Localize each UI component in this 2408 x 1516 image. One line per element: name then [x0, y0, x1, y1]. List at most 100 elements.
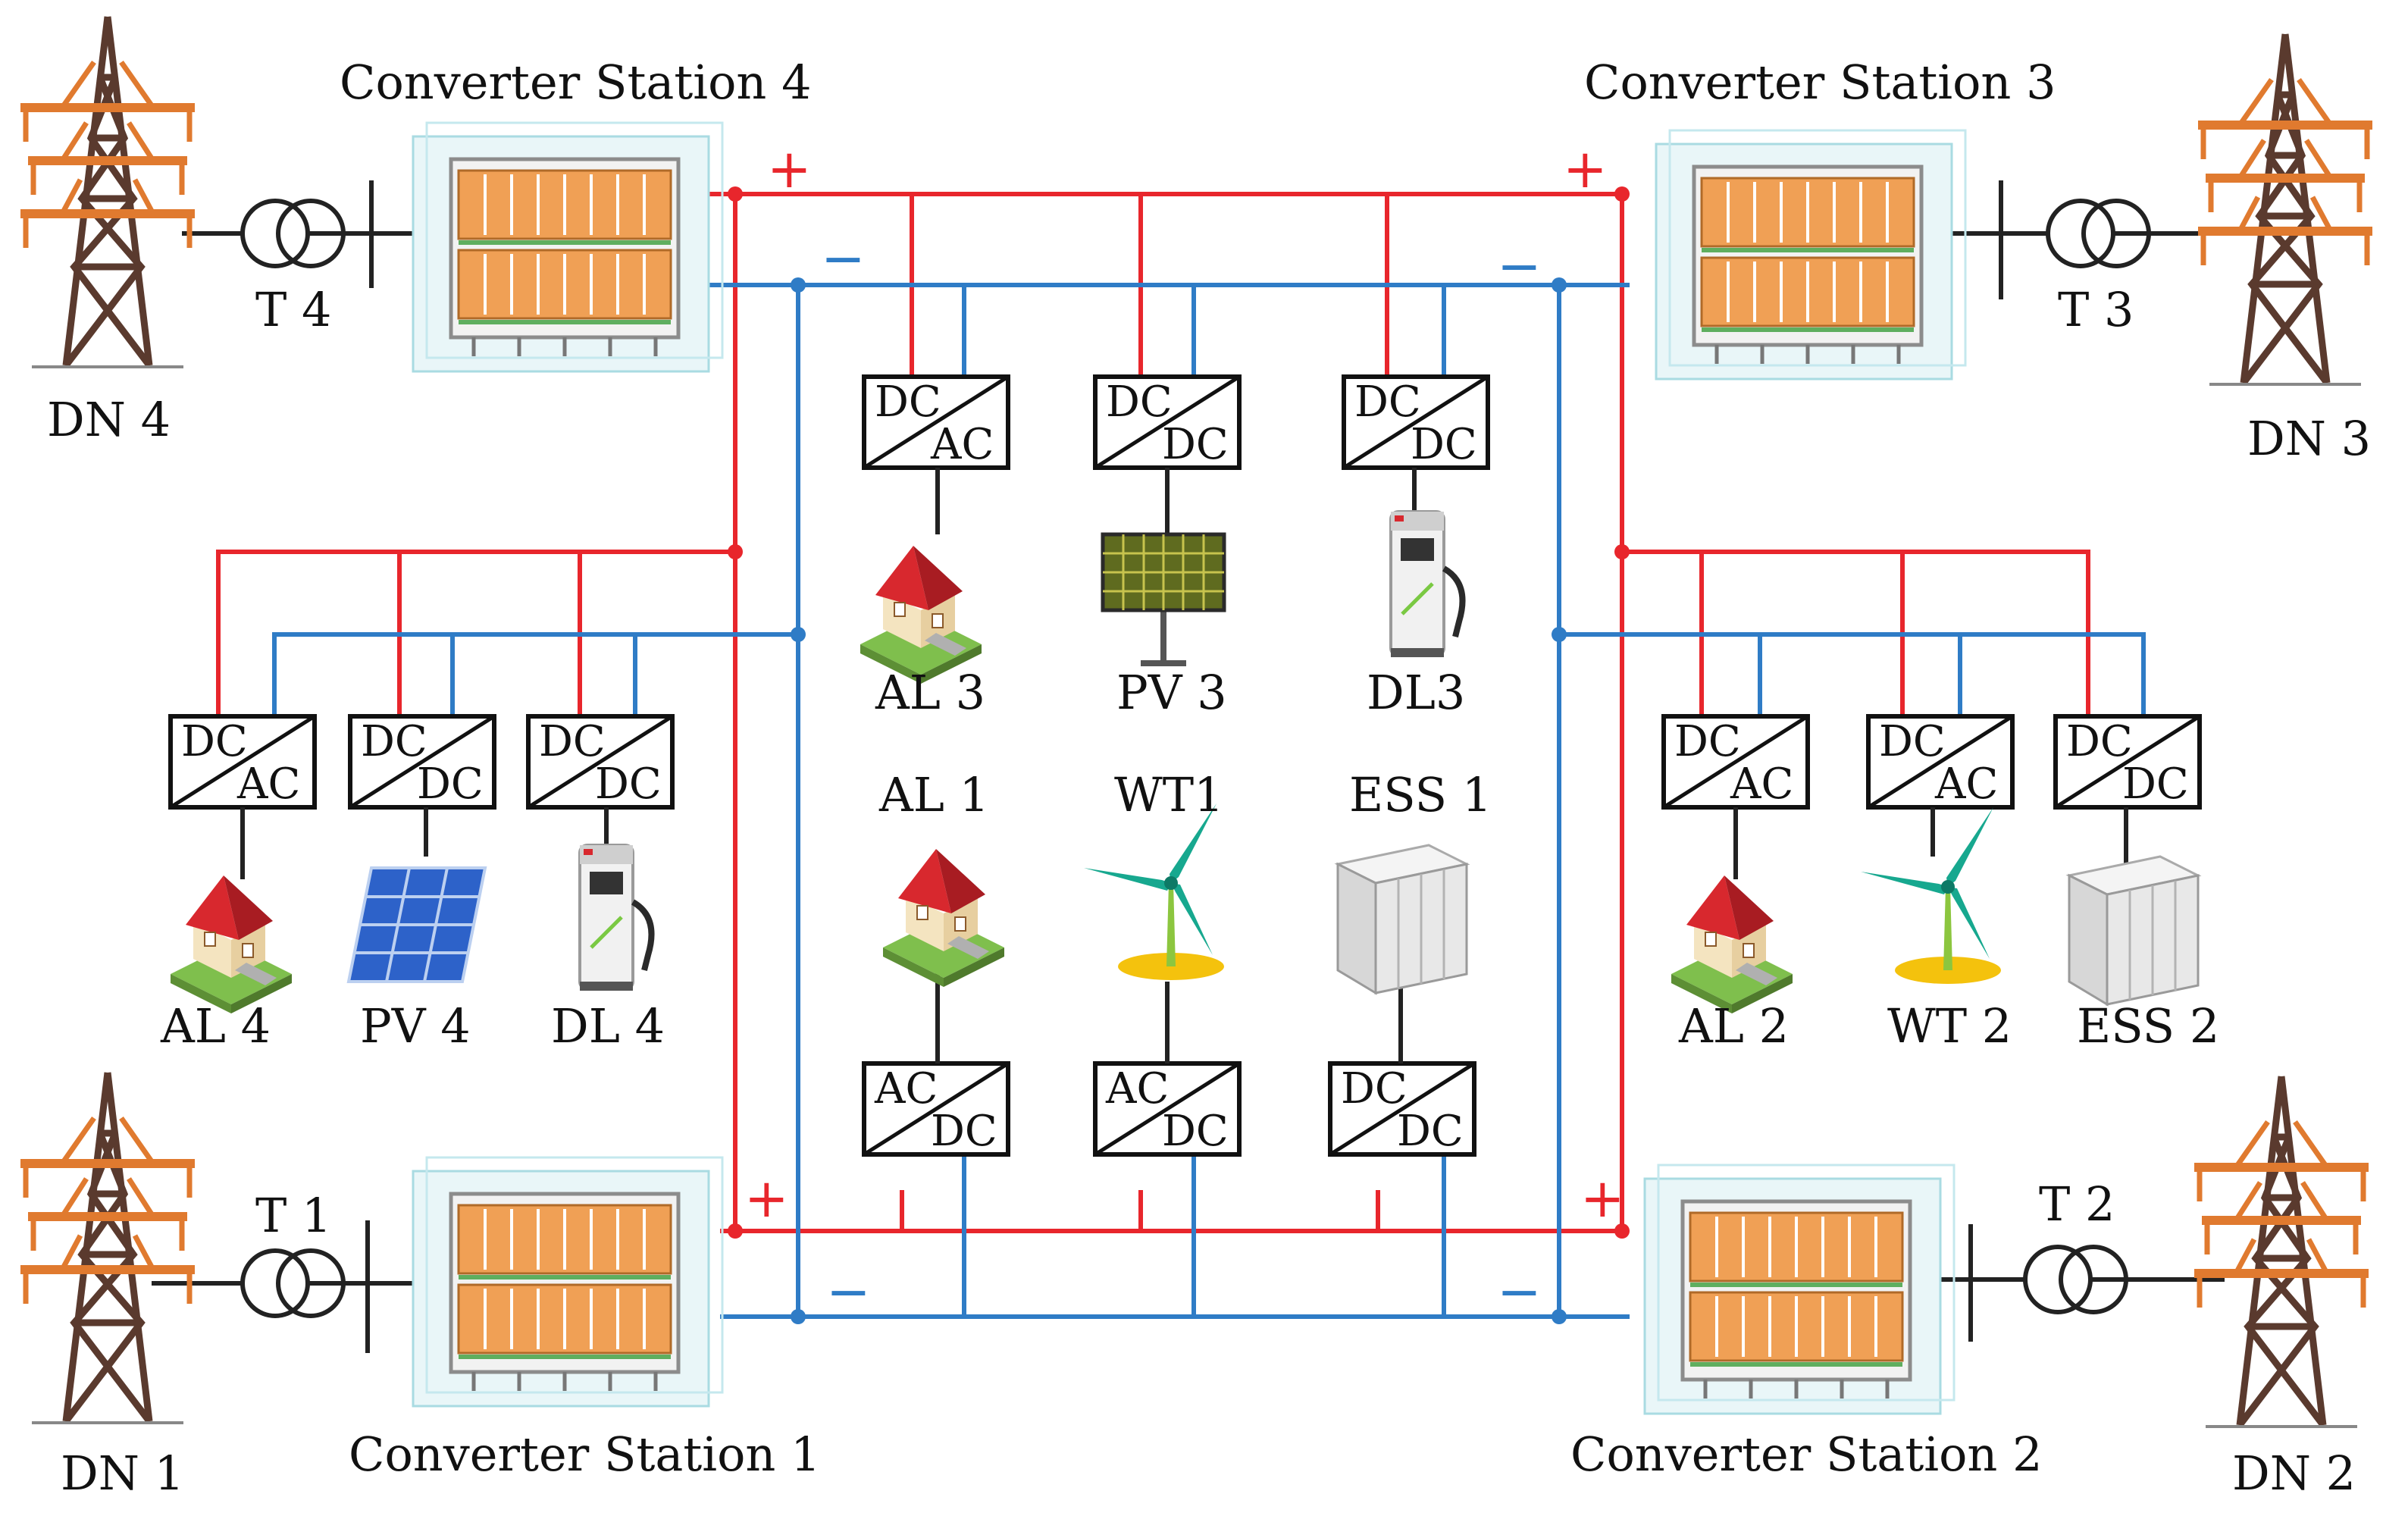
station-label: Converter Station 3 — [1584, 55, 2056, 110]
negative-dc-bus — [272, 283, 2146, 1319]
converter-output-label: DC — [2122, 760, 2189, 809]
load-label: PV 4 — [360, 998, 471, 1054]
transmission-tower-icon — [2198, 34, 2372, 384]
converter-input-label: DC — [1106, 377, 1173, 427]
transformer-label: T 3 — [2058, 282, 2134, 337]
converter-diagonal — [1329, 1061, 1476, 1157]
converter-input-label: DC — [181, 717, 248, 766]
plus-sign: + — [744, 1167, 789, 1229]
transmission-tower-icon — [20, 1073, 195, 1423]
station-label: Converter Station 1 — [349, 1427, 821, 1482]
converter-diagonal — [1662, 714, 1809, 810]
plus-sign: + — [1563, 138, 1608, 200]
converter-output-label: DC — [1397, 1107, 1464, 1156]
converter-diagonal — [349, 714, 496, 810]
minus-sign: − — [1497, 235, 1542, 297]
converter-output-label: DC — [595, 760, 662, 809]
transmission-tower-icon — [20, 17, 195, 367]
load-label: ESS 1 — [1349, 767, 1492, 822]
converter-output-label: AC — [1730, 760, 1793, 809]
converter-station-icon — [1645, 1165, 1954, 1414]
house-icon — [882, 848, 1005, 988]
converter-input-label: DC — [2066, 717, 2133, 766]
polarity-signs: + + + + − − − − — [744, 138, 1625, 1323]
load-label: ESS 2 — [2077, 998, 2219, 1054]
solar-panel-icon — [347, 866, 487, 983]
converter-diagonal — [863, 1061, 1010, 1157]
transformer-label: T 2 — [2039, 1176, 2115, 1232]
converter-input-label: DC — [361, 717, 427, 766]
station-labels: Converter Station 4 Converter Station 3 … — [340, 55, 2056, 1482]
converter-diagonal — [1342, 374, 1489, 470]
plus-sign: + — [767, 138, 812, 200]
plus-sign: + — [1580, 1167, 1625, 1229]
house-icon — [1671, 875, 1793, 1014]
load-label: AL 2 — [1678, 998, 1789, 1054]
converter-station-icon — [1656, 130, 1965, 379]
converter-output-label: DC — [1411, 420, 1477, 469]
converter-output-label: DC — [931, 1107, 997, 1156]
transformer-label: T 4 — [255, 282, 332, 337]
converter-output-label: DC — [417, 760, 484, 809]
converter-input-label: DC — [1674, 717, 1741, 766]
converter-diagonal — [1094, 374, 1241, 470]
ev-charger-icon — [580, 845, 652, 991]
load-label: AL 3 — [875, 665, 985, 720]
converter-output-label: AC — [236, 760, 300, 809]
grid-label: DN 3 — [2247, 411, 2371, 466]
transformer-labels: T 4 T 3 T 1 T 2 — [255, 282, 2134, 1243]
grid-label: DN 2 — [2232, 1446, 2356, 1501]
transformer-t1 — [240, 1248, 346, 1318]
house-icon — [170, 875, 293, 1014]
station-label: Converter Station 2 — [1570, 1427, 2043, 1482]
converter-diagonal — [1867, 714, 2014, 810]
load-labels: AL 3 PV 3 DL3 AL 4 PV 4 DL 4 AL 2 WT 2 E… — [160, 665, 2219, 1054]
converter-diagonal — [2054, 714, 2201, 810]
energy-storage-icon — [2068, 855, 2200, 1006]
converter-diagonal — [1094, 1061, 1241, 1157]
converter-output-label: AC — [930, 420, 994, 469]
converter-input-label: AC — [1105, 1064, 1169, 1114]
transformer-label: T 1 — [255, 1188, 332, 1243]
bus-junctions — [728, 186, 1630, 1324]
converter-station-icon — [413, 1157, 722, 1406]
load-label: WT1 — [1114, 767, 1224, 822]
load-label: WT 2 — [1887, 998, 2012, 1054]
converter-output-label: AC — [1934, 760, 1998, 809]
converter-diagonal — [527, 714, 674, 810]
station-label: Converter Station 4 — [340, 55, 812, 110]
converter-input-label: AC — [874, 1064, 938, 1114]
minus-sign: − — [826, 1261, 871, 1323]
ev-charger-icon — [1391, 512, 1463, 657]
minus-sign: − — [1497, 1261, 1542, 1323]
grid-label: DN 4 — [47, 392, 171, 447]
converter-diagonal — [169, 714, 316, 810]
converter-input-label: DC — [875, 377, 941, 427]
converter-output-label: DC — [1162, 1107, 1229, 1156]
transmission-tower-icon — [2194, 1076, 2369, 1427]
converter-output-label: DC — [1162, 420, 1229, 469]
house-icon — [860, 545, 982, 684]
converter-diagonal — [863, 374, 1010, 470]
load-label: AL 1 — [878, 767, 989, 822]
wind-turbine-icon — [1084, 803, 1224, 980]
converter-input-label: DC — [1879, 717, 1946, 766]
grid-labels: DN 4 DN 3 DN 1 DN 2 — [47, 392, 2371, 1501]
load-label: AL 4 — [160, 998, 271, 1054]
load-links — [240, 468, 2128, 1063]
solar-panel-icon — [1103, 534, 1224, 663]
load-label: DL3 — [1367, 665, 1465, 720]
grid-label: DN 1 — [61, 1446, 184, 1501]
transformer-t3 — [2046, 199, 2151, 268]
